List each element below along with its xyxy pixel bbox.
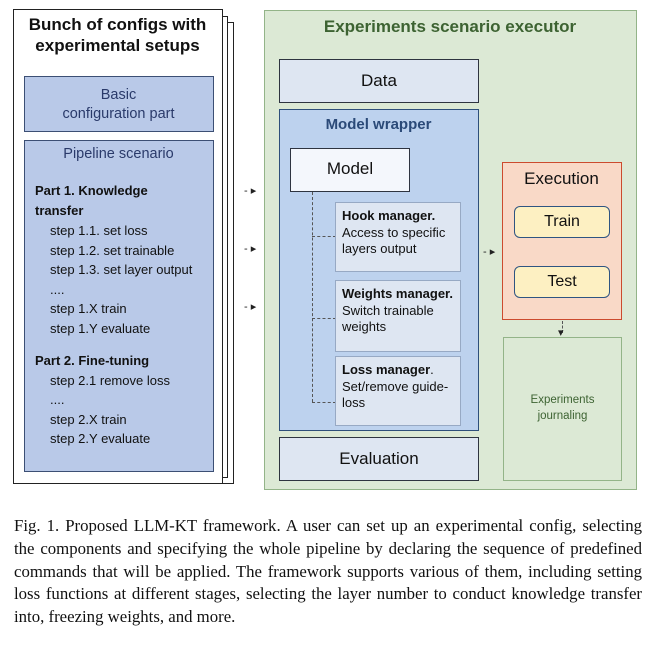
part1-step: step 1.1. set loss (50, 223, 148, 238)
part2-step: step 2.X train (50, 411, 127, 427)
part1-title-line2: transfer (35, 203, 84, 218)
journaling-line1: Experiments (530, 394, 595, 406)
connector-line (562, 321, 563, 333)
model-wrapper: Model wrapper Model Hook manager. Access… (279, 109, 479, 431)
basic-configuration-box: Basic configuration part (24, 76, 214, 132)
part1-step: step 1.X train (50, 301, 127, 317)
part2-step: step 2.Y evaluate (50, 431, 151, 447)
loss-manager-box: Loss manager. Set/remove guide-loss (335, 356, 461, 426)
journaling-line2: journaling (537, 410, 588, 422)
figure-caption: Fig. 1. Proposed LLM-KT framework. A use… (14, 516, 642, 627)
model-box: Model (290, 148, 410, 192)
execution-title: Execution (524, 169, 599, 188)
train-button[interactable]: Train (514, 206, 610, 238)
experiments-journaling-box: Experiments journaling (503, 337, 622, 481)
part2-title: Part 2. Fine-tuning (35, 352, 150, 368)
arrow-right-icon: - ▸ (483, 246, 496, 258)
test-button[interactable]: Test (514, 266, 610, 298)
connector-line (312, 192, 313, 402)
part1-step: step 1.3. set layer output (50, 262, 193, 278)
basic-label-line2: configuration part (62, 106, 175, 122)
weights-manager-box: Weights manager. Switch trainable weight… (335, 280, 461, 352)
part1-title-line1: Part 1. Knowledge (35, 183, 148, 198)
connector-line (312, 318, 336, 319)
part1-step: .... (50, 281, 65, 297)
data-box: Data (279, 59, 479, 103)
configs-title: Bunch of configs with experimental setup… (28, 15, 207, 55)
basic-label-line1: Basic (100, 87, 137, 103)
part1-step: step 1.Y evaluate (50, 320, 151, 336)
arrow-right-icon: - ▸ (244, 243, 257, 255)
connector-line (312, 402, 336, 403)
pipeline-scenario-box: Pipeline scenario Part 1. Knowledge tran… (24, 140, 214, 472)
executor-title: Experiments scenario executor (323, 17, 577, 36)
arrow-right-icon: - ▸ (244, 185, 257, 197)
execution-box: Execution Train Test (502, 162, 622, 320)
arrow-right-icon: - ▸ (244, 301, 257, 313)
part2-step: step 2.1 remove loss (50, 372, 170, 388)
evaluation-box: Evaluation (279, 437, 479, 481)
hook-manager-box: Hook manager. Access to specific layers … (335, 202, 461, 272)
part2-step: .... (50, 392, 65, 408)
pipeline-title: Pipeline scenario (63, 146, 174, 162)
model-wrapper-title: Model wrapper (325, 116, 432, 133)
experiments-executor: Experiments scenario executor Data Model… (264, 10, 637, 490)
connector-line (312, 236, 336, 237)
part1-step: step 1.2. set trainable (50, 242, 175, 258)
config-sheet-front: Bunch of configs with experimental setup… (13, 9, 223, 484)
arrow-down-icon: ▾ (558, 327, 564, 339)
